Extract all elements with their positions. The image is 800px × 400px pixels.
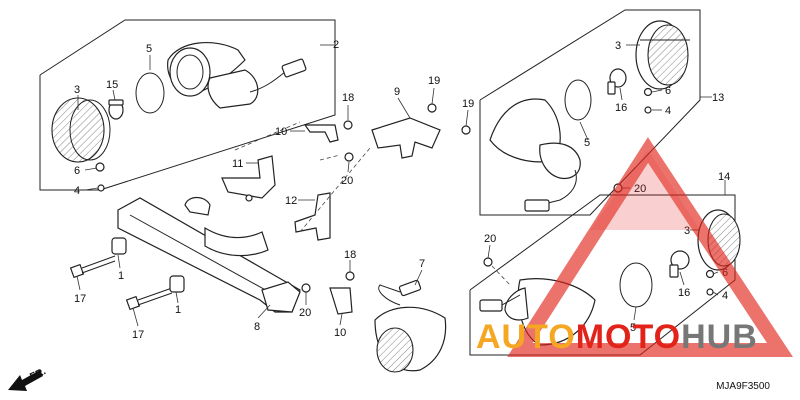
callout-labels: 2 5 3 15 6 4 10 18 9 19 19 20 11 12 1 1 … (74, 39, 730, 341)
screw-left-front (95, 162, 105, 192)
callout-20-right-rear: 20 (484, 233, 496, 245)
seal-ring-right-rear (619, 262, 653, 308)
bolt-17-lower (125, 287, 173, 311)
callout-1-upper: 1 (118, 270, 124, 282)
group-box-left-front (39, 19, 336, 191)
stay-bracket-11 (221, 155, 276, 202)
screw-right-front (643, 87, 653, 114)
callout-8: 8 (254, 321, 260, 333)
bulb-left-front (108, 99, 124, 120)
callout-15: 15 (106, 79, 118, 91)
callout-2: 2 (333, 39, 339, 51)
callout-10-lower: 10 (334, 327, 346, 339)
callout-5-right-front: 5 (584, 137, 590, 149)
watermark-logo (507, 137, 794, 357)
callout-4-right-rear: 4 (722, 290, 728, 302)
callout-16-right-front: 16 (615, 102, 627, 114)
collar-1-upper (111, 237, 127, 255)
callout-17-upper: 17 (74, 293, 86, 305)
callout-20-right-front: 20 (634, 183, 646, 195)
callout-5-right-rear: 5 (630, 322, 636, 334)
watermark-brand-hub: HUB (681, 318, 758, 356)
watermark-brand-moto: MOTO (575, 318, 682, 356)
stay-bracket-12 (294, 192, 331, 241)
lens-left-front (51, 97, 111, 163)
callout-20-lower: 20 (299, 307, 311, 319)
callout-3-left: 3 (74, 84, 80, 96)
callout-19-right: 19 (462, 98, 474, 110)
callout-6-right-front: 6 (665, 85, 671, 97)
lens-right-front (635, 20, 690, 90)
callout-20-center: 20 (341, 175, 353, 187)
callout-3-right-rear: 3 (684, 225, 690, 237)
bolt-18-lower (345, 271, 355, 281)
turn-signal-housing-right-front (489, 98, 581, 212)
seal-ring-right-front (564, 79, 592, 121)
callout-1-lower: 1 (175, 304, 181, 316)
screw-right-rear (705, 269, 715, 296)
turn-signal-housing-left-front (167, 41, 307, 109)
callout-18-upper: 18 (342, 92, 354, 104)
callout-12: 12 (285, 195, 297, 207)
bulb-right-rear (669, 250, 690, 278)
callout-9: 9 (394, 86, 400, 98)
stay-bracket-9 (371, 103, 471, 159)
diagram-code: MJA9F3500 (716, 381, 770, 392)
nut-20-lower (301, 283, 311, 293)
front-direction-arrow-icon (8, 370, 43, 391)
leader-lines (76, 44, 726, 327)
watermark-triangle-icon (507, 137, 794, 357)
callout-5-left: 5 (146, 43, 152, 55)
turn-signal-stay-8 (117, 196, 301, 313)
turn-signal-housing-left-rear (374, 279, 447, 373)
callout-4-left: 4 (74, 185, 80, 197)
bulb-right-front (607, 68, 627, 95)
callout-6-left: 6 (74, 165, 80, 177)
stay-bracket-10-lower (329, 287, 353, 315)
callout-18-lower: 18 (344, 249, 356, 261)
callout-13: 13 (712, 92, 724, 104)
bolt-17-upper (69, 255, 116, 279)
stay-bracket-10-upper (303, 120, 353, 143)
watermark-brand-auto: AUTO (476, 318, 576, 356)
callout-3-right-front: 3 (615, 40, 621, 52)
callout-7: 7 (419, 258, 425, 270)
group-box-right-front (479, 9, 701, 216)
seal-ring-left-front (135, 72, 165, 114)
watermark-brand: AUTOMOTOHUB (476, 318, 758, 357)
callout-10-upper: 10 (275, 126, 287, 138)
callout-4-right-front: 4 (665, 105, 671, 117)
callout-19-upper: 19 (428, 75, 440, 87)
callout-14: 14 (718, 171, 730, 183)
callout-11: 11 (232, 158, 243, 170)
callout-16-right-rear: 16 (678, 287, 690, 299)
collar-1-lower (169, 275, 185, 293)
callout-17-lower: 17 (132, 329, 144, 341)
nut-20-center (344, 152, 354, 162)
